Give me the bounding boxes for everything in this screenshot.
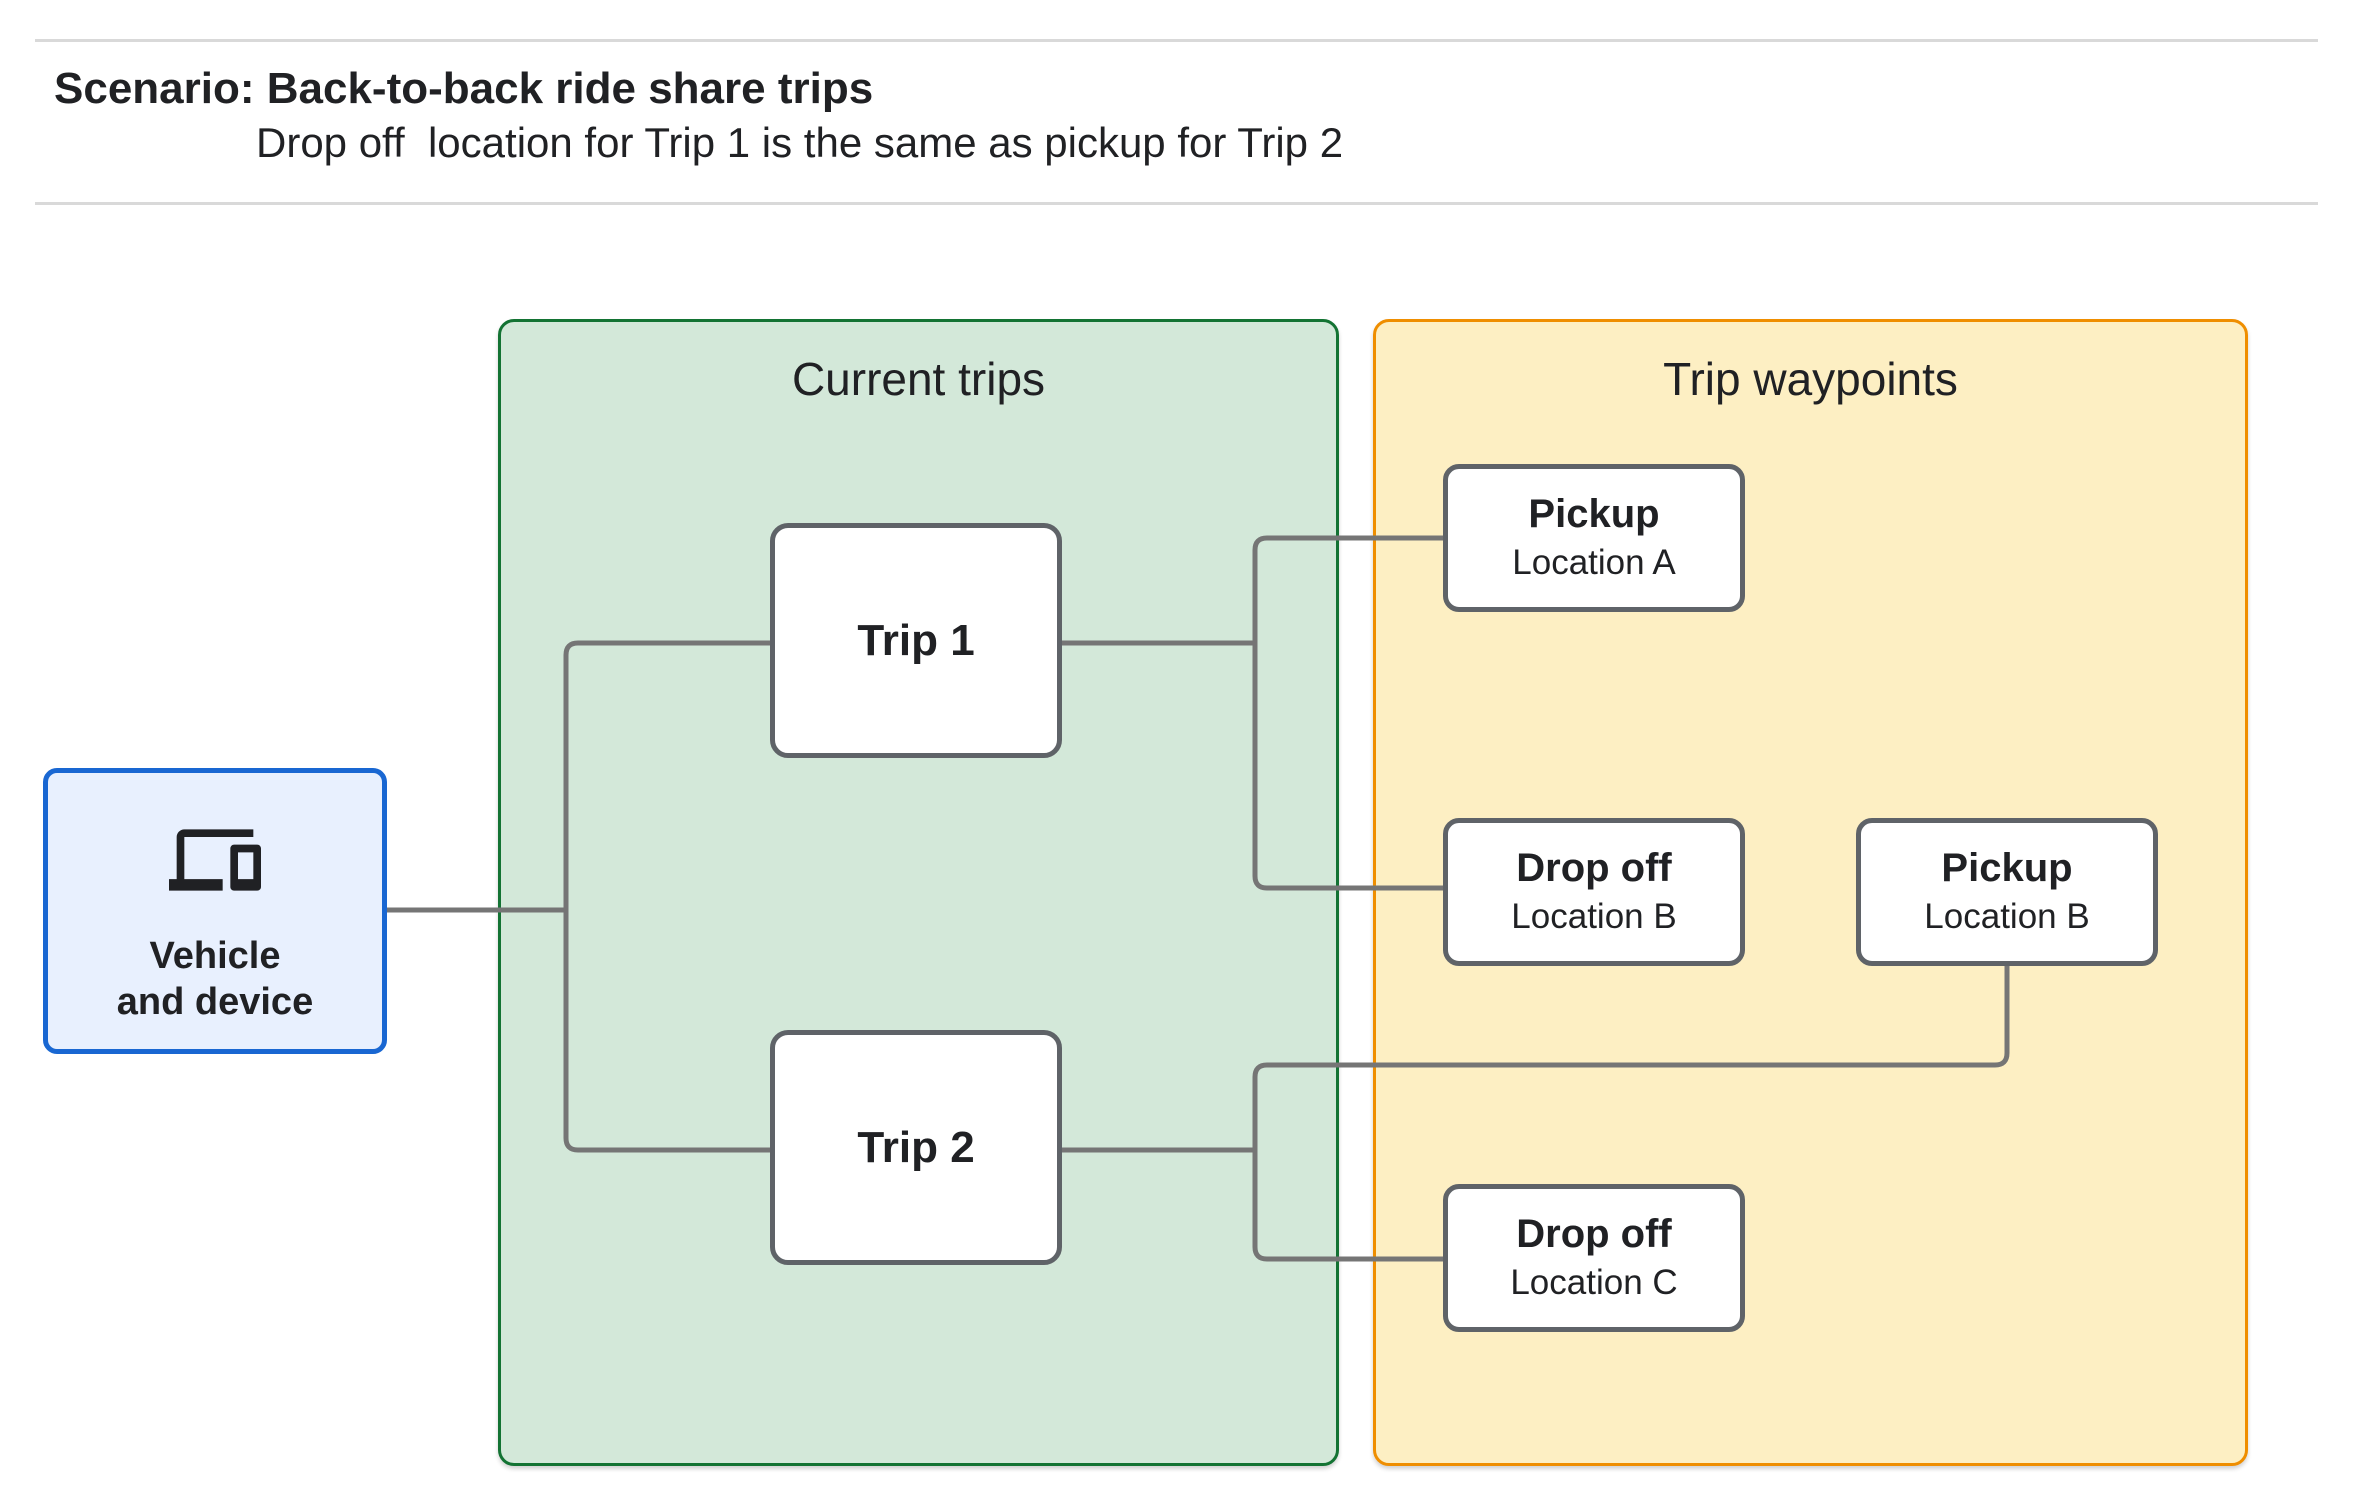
header-divider-top <box>35 39 2318 42</box>
vehicle-node: Vehicle and device <box>43 768 387 1054</box>
page-title: Scenario: Back-to-back ride share trips <box>54 64 874 113</box>
waypoint-dropoff-location-c: Drop off Location C <box>1443 1184 1745 1332</box>
waypoint-title: Pickup <box>1528 492 1660 536</box>
trip-2-label: Trip 2 <box>857 1122 975 1172</box>
trip-2-node: Trip 2 <box>770 1030 1062 1265</box>
waypoint-location: Location B <box>1511 897 1677 936</box>
trip-1-label: Trip 1 <box>857 615 975 665</box>
waypoint-location: Location B <box>1924 897 2090 936</box>
container-current-trips: Current trips <box>498 319 1339 1466</box>
vehicle-label-line1: Vehicle <box>149 935 281 977</box>
waypoint-location: Location A <box>1512 543 1676 582</box>
waypoint-title: Drop off <box>1516 1212 1672 1256</box>
waypoint-pickup-location-b: Pickup Location B <box>1856 818 2158 966</box>
waypoint-title: Pickup <box>1941 846 2073 890</box>
waypoint-pickup-location-a: Pickup Location A <box>1443 464 1745 612</box>
container-title-trip-waypoints: Trip waypoints <box>1663 353 1958 405</box>
waypoint-dropoff-location-b: Drop off Location B <box>1443 818 1745 966</box>
vehicle-label-line2: and device <box>116 981 314 1024</box>
container-title-current-trips: Current trips <box>791 353 1046 405</box>
vehicle-label: Vehicle and device <box>117 933 313 1026</box>
waypoint-title: Drop off <box>1516 846 1672 890</box>
waypoint-location: Location C <box>1510 1263 1678 1302</box>
page-subtitle: Drop off location for Trip 1 is the same… <box>256 119 1344 166</box>
trip-1-node: Trip 1 <box>770 523 1062 758</box>
header-divider-bottom <box>35 202 2318 205</box>
devices-icon <box>169 821 261 899</box>
